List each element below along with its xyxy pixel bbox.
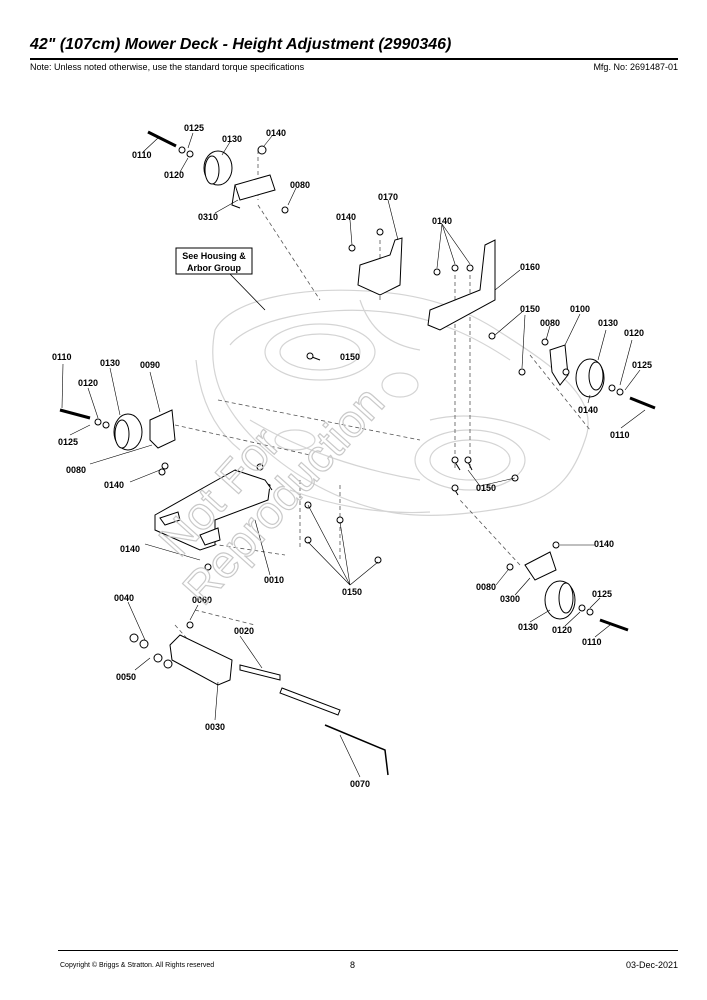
part-label: 0140 <box>594 539 614 549</box>
caster-wheel-left <box>59 408 176 470</box>
part-label: 0140 <box>120 544 140 554</box>
watermark: Not For Reproduction <box>148 375 395 614</box>
page-title: 42" (107cm) Mower Deck - Height Adjustme… <box>30 36 452 53</box>
part-label: 0080 <box>66 465 86 475</box>
part-label: 0160 <box>520 262 540 272</box>
header-rule <box>30 58 678 60</box>
part-label: 0140 <box>104 480 124 490</box>
footer-rule <box>58 950 678 951</box>
part-label: 0310 <box>198 212 218 222</box>
part-label: 0140 <box>266 128 286 138</box>
part-label: 0130 <box>222 134 242 144</box>
part-label: 0100 <box>570 304 590 314</box>
part-label: 0130 <box>100 358 120 368</box>
part-label: 0110 <box>52 352 72 362</box>
page-number: 8 <box>350 960 356 970</box>
copyright-text: Copyright © Briggs & Stratton. All Right… <box>60 962 215 969</box>
mfg-number: Mfg. No: 2691487-01 <box>593 62 678 72</box>
part-label: 0050 <box>116 672 136 682</box>
callout-line1: See Housing & <box>182 251 246 261</box>
part-label: 0080 <box>540 318 560 328</box>
part-label: 0140 <box>336 212 356 222</box>
part-label: 0150 <box>340 352 360 362</box>
part-label: 0040 <box>114 593 134 603</box>
part-label: 0125 <box>58 437 78 447</box>
print-date: 03-Dec-2021 <box>625 960 678 970</box>
part-label: 0020 <box>234 626 254 636</box>
part-label: 0170 <box>378 192 398 202</box>
part-label: 0125 <box>184 123 204 133</box>
part-label: 0070 <box>350 779 370 789</box>
link-rod-0020 <box>239 664 341 716</box>
part-label: 0120 <box>164 170 184 180</box>
part-label: 0150 <box>342 587 362 597</box>
part-label: 0060 <box>192 595 212 605</box>
part-label: 0110 <box>582 637 602 647</box>
bracket-0170 <box>348 228 403 296</box>
part-label: 0110 <box>610 430 630 440</box>
part-label: 0130 <box>518 622 538 632</box>
part-label: 0125 <box>592 589 612 599</box>
caster-wheel-top <box>147 130 289 214</box>
callout-line2: Arbor Group <box>187 263 241 273</box>
caster-wheel-right <box>541 338 656 410</box>
part-label: 0140 <box>578 405 598 415</box>
caster-wheel-bottom <box>506 541 629 632</box>
part-label: 0125 <box>632 360 652 370</box>
leader-lines <box>61 132 646 778</box>
part-label: 0080 <box>290 180 310 190</box>
part-label: 0010 <box>264 575 284 585</box>
part-label: 0300 <box>500 594 520 604</box>
part-label: 0130 <box>598 318 618 328</box>
part-label: 0120 <box>78 378 98 388</box>
bracket-0160 <box>427 239 496 340</box>
part-label: 0090 <box>140 360 160 370</box>
part-label: 0110 <box>132 150 152 160</box>
part-labels: 0125 0130 0140 0110 0120 0080 0310 0170 … <box>52 123 652 789</box>
rod-0070 <box>324 724 389 776</box>
deck-housing-outline <box>195 289 589 517</box>
part-label: 0140 <box>432 216 452 226</box>
front-bracket-0010 <box>154 463 273 571</box>
part-label: 0150 <box>476 483 496 493</box>
part-label: 0030 <box>205 722 225 732</box>
part-label: 0120 <box>552 625 572 635</box>
part-label: 0080 <box>476 582 496 592</box>
housing-callout: See Housing & Arbor Group <box>175 247 266 311</box>
lever-assembly-0030 <box>129 621 233 686</box>
part-label: 0120 <box>624 328 644 338</box>
part-label: 0150 <box>520 304 540 314</box>
screws-0150 <box>304 352 526 564</box>
torque-note: Note: Unless noted otherwise, use the st… <box>30 62 305 72</box>
